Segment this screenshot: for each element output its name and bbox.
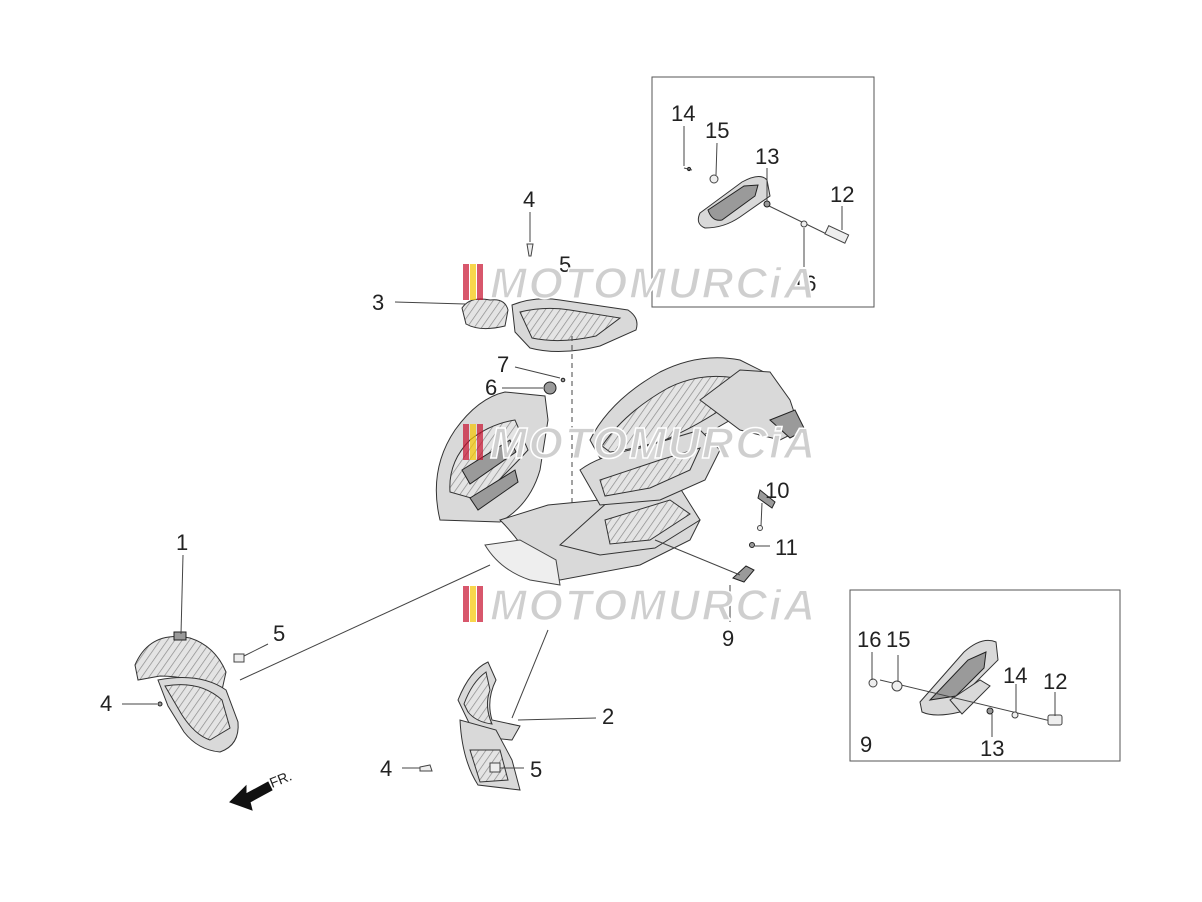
callout-15-top: 15 <box>705 118 729 143</box>
watermark-top: MOTOMURCiA <box>463 258 817 309</box>
watermark-middle: MOTOMURCiA <box>463 418 817 469</box>
callout-7: 7 <box>497 352 509 377</box>
callout-14-top: 14 <box>671 101 695 126</box>
watermark-bottom: MOTOMURCiA <box>463 580 817 631</box>
detail-box-bottom: 16 15 14 12 13 9 <box>849 589 1121 762</box>
callout-10: 10 <box>765 478 789 503</box>
callout-3: 3 <box>372 290 384 315</box>
callout-16-top: 16 <box>792 271 816 296</box>
direction-label: FR. <box>267 767 294 790</box>
callout-13-bottom: 13 <box>980 736 1004 761</box>
callout-9: 9 <box>722 626 734 651</box>
part-9-10-11: 9 10 11 <box>654 478 798 651</box>
front-direction-arrow: FR. <box>229 767 294 811</box>
callout-6: 6 <box>485 375 497 400</box>
detail-box-top: 14 15 13 12 16 <box>651 76 875 308</box>
callout-16-bottom: 16 <box>857 627 881 652</box>
svg-text:MOTOMURCiA: MOTOMURCiA <box>490 419 817 468</box>
callout-15-bottom: 15 <box>886 627 910 652</box>
svg-text:MOTOMURCiA: MOTOMURCiA <box>490 581 817 630</box>
callout-12-bottom: 12 <box>1043 669 1067 694</box>
callout-2: 2 <box>602 704 614 729</box>
callout-11: 11 <box>775 535 798 560</box>
part-2-lower-cover: 2 4 5 <box>380 629 614 791</box>
callout-4-bottom: 4 <box>380 756 392 781</box>
part-6-7-clips: 6 7 <box>485 352 566 400</box>
callout-5-left: 5 <box>273 621 285 646</box>
callout-12-top: 12 <box>830 182 854 207</box>
callout-4-left: 4 <box>100 691 112 716</box>
svg-text:MOTOMURCiA: MOTOMURCiA <box>490 259 817 308</box>
callout-5-bottom: 5 <box>530 757 542 782</box>
callout-13-top: 13 <box>755 144 779 169</box>
callout-5-top: 5 <box>559 252 571 277</box>
callout-4-top: 4 <box>523 187 535 212</box>
callout-14-bottom: 14 <box>1003 663 1027 688</box>
callout-9-bottom: 9 <box>860 732 872 757</box>
part-1-front-mudguard: 1 5 4 <box>100 530 491 753</box>
part-3-cover: 3 4 5 <box>372 187 638 505</box>
scooter-body <box>435 357 806 586</box>
callout-1: 1 <box>176 530 188 555</box>
